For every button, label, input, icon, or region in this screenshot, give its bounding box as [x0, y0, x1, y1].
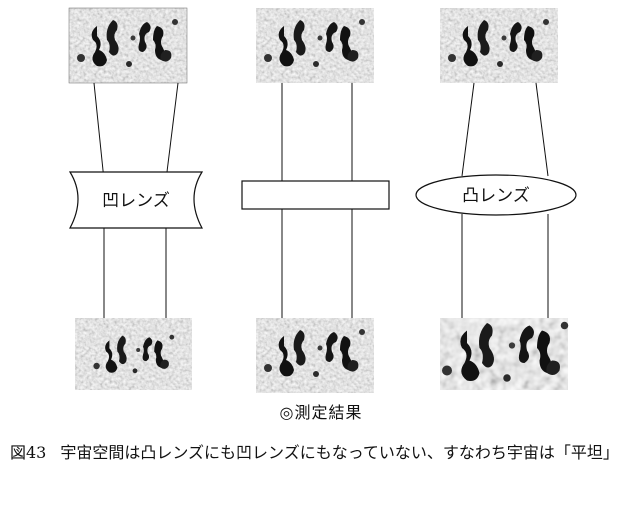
source-image-convex	[440, 8, 558, 83]
measurement-result-label: ◎測定結果	[279, 403, 363, 422]
concave-lens-label: 凹レンズ	[102, 191, 170, 211]
flat-plate	[241, 180, 390, 210]
convex-lens-label: 凸レンズ	[462, 186, 530, 206]
caption-text: 宇宙空間は凸レンズにも凹レンズにもなっていない、すなわち宇宙は「平坦」	[60, 443, 619, 462]
figure-caption: 図43 宇宙空間は凸レンズにも凹レンズにもなっていない、すなわち宇宙は「平坦」	[10, 441, 638, 465]
ray-left-upper	[93, 82, 105, 181]
ray-right-upper	[165, 82, 179, 181]
ray-left-upper	[461, 82, 475, 177]
convex-lens-shape	[415, 174, 577, 216]
lens-diagram: 凹レンズ 凸レンズ	[68, 7, 577, 393]
ray-right-upper	[535, 82, 549, 177]
concave-lens-shape	[68, 171, 204, 229]
source-image-flat	[256, 8, 374, 83]
result-image-concave	[75, 318, 192, 390]
figure-number: 図43	[10, 443, 47, 462]
column-concave: 凹レンズ	[68, 7, 204, 390]
column-convex: 凸レンズ	[415, 8, 577, 390]
result-image-convex	[440, 318, 569, 390]
source-image-concave	[68, 7, 188, 84]
result-image-flat	[256, 318, 374, 393]
column-flat	[241, 8, 390, 393]
